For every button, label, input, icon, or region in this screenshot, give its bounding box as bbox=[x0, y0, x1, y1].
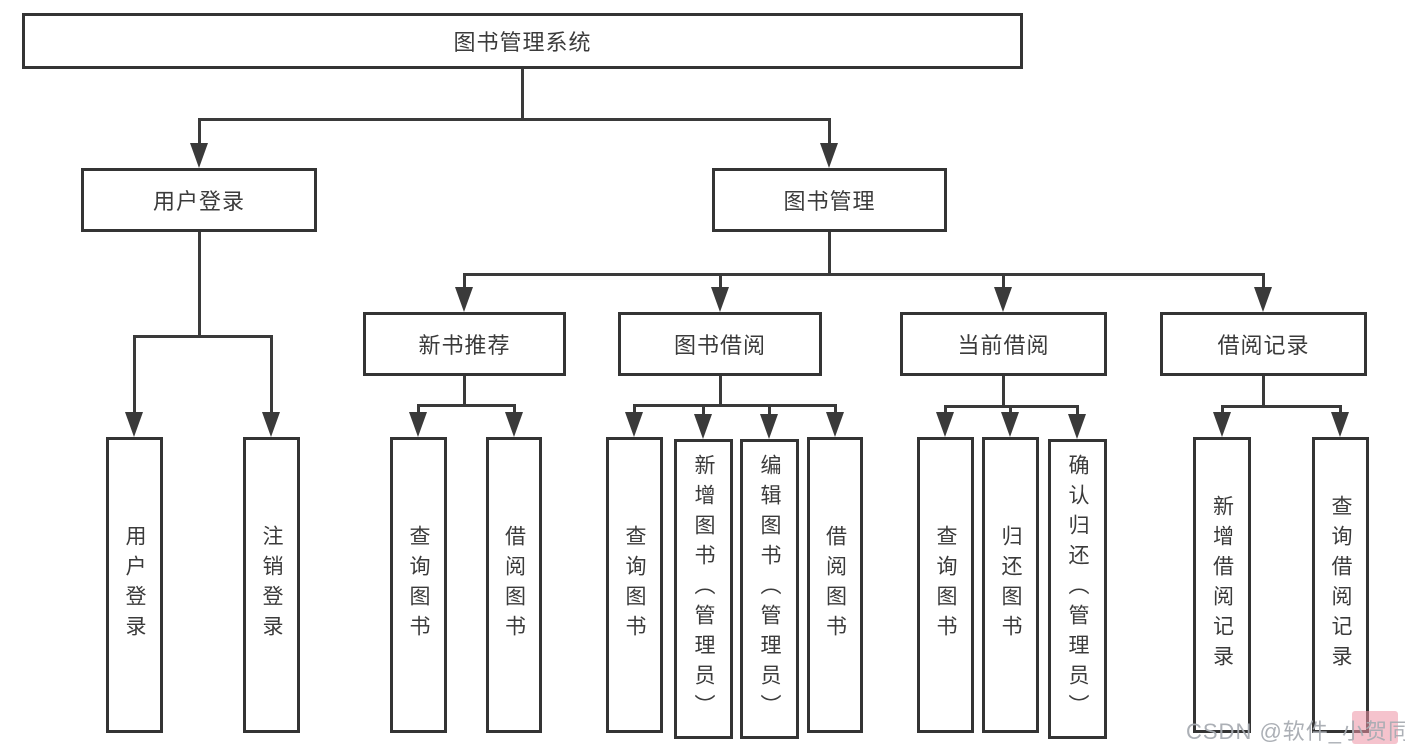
leaf-label: 查询图书 bbox=[623, 525, 646, 645]
connector-line bbox=[718, 376, 722, 405]
connector-line bbox=[197, 117, 831, 121]
connector-line bbox=[1220, 406, 1224, 417]
leaf-label: 编辑图书（管理员） bbox=[758, 454, 781, 724]
leaf-label: 新增借阅记录 bbox=[1210, 495, 1234, 675]
leaf-label: 查询图书 bbox=[934, 525, 957, 645]
connector-line bbox=[462, 274, 466, 292]
leaf-label: 注销登录 bbox=[260, 525, 283, 645]
connector-line bbox=[197, 232, 201, 336]
arrowhead-down-icon bbox=[826, 412, 844, 437]
arrowhead-down-icon bbox=[711, 287, 729, 312]
node-borrow-records: 借阅记录 bbox=[1160, 312, 1367, 376]
leaf-query-books-recommend: 查询图书 bbox=[390, 437, 447, 733]
leaf-add-borrow-record: 新增借阅记录 bbox=[1193, 437, 1251, 733]
connector-line bbox=[632, 403, 837, 407]
connector-line bbox=[416, 405, 420, 417]
arrowhead-down-icon bbox=[1001, 412, 1019, 437]
connector-line bbox=[701, 405, 705, 419]
connector-line bbox=[462, 272, 1265, 276]
arrowhead-down-icon bbox=[1254, 287, 1272, 312]
leaf-user-login: 用户登录 bbox=[106, 437, 163, 733]
arrowhead-down-icon bbox=[455, 287, 473, 312]
connector-line bbox=[132, 336, 136, 417]
arrowhead-down-icon bbox=[1213, 412, 1231, 437]
connector-line bbox=[416, 403, 516, 407]
connector-line bbox=[1261, 376, 1265, 406]
connector-line bbox=[1075, 406, 1079, 419]
leaf-logout: 注销登录 bbox=[243, 437, 300, 733]
node-book-management: 图书管理 bbox=[712, 168, 947, 232]
connector-line bbox=[718, 274, 722, 292]
connector-line bbox=[827, 119, 831, 148]
connector-line bbox=[132, 334, 273, 338]
leaf-query-borrow-record: 查询借阅记录 bbox=[1312, 437, 1369, 733]
leaf-label: 借阅图书 bbox=[502, 525, 526, 645]
arrowhead-down-icon bbox=[820, 143, 838, 168]
arrowhead-down-icon bbox=[694, 414, 712, 439]
leaf-confirm-return-admin: 确认归还（管理员） bbox=[1048, 439, 1107, 739]
leaf-label: 新增图书（管理员） bbox=[692, 454, 715, 724]
leaf-edit-book-admin: 编辑图书（管理员） bbox=[740, 439, 799, 739]
leaf-label: 确认归还（管理员） bbox=[1066, 454, 1089, 724]
arrowhead-down-icon bbox=[760, 414, 778, 439]
arrowhead-down-icon bbox=[1068, 414, 1086, 439]
node-new-book-recommend: 新书推荐 bbox=[363, 312, 566, 376]
leaf-label: 用户登录 bbox=[123, 525, 146, 645]
connector-line bbox=[462, 376, 466, 405]
leaf-return-book: 归还图书 bbox=[982, 437, 1039, 733]
leaf-query-books-current: 查询图书 bbox=[917, 437, 974, 733]
connector-line bbox=[1001, 376, 1005, 406]
connector-line bbox=[1001, 274, 1005, 292]
node-book-borrow: 图书借阅 bbox=[618, 312, 822, 376]
connector-line bbox=[269, 336, 273, 417]
arrowhead-down-icon bbox=[1331, 412, 1349, 437]
node-system-root: 图书管理系统 bbox=[22, 13, 1023, 69]
arrowhead-down-icon bbox=[190, 143, 208, 168]
connector-line bbox=[833, 405, 837, 417]
leaf-label: 借阅图书 bbox=[823, 525, 847, 645]
leaf-label: 查询借阅记录 bbox=[1329, 495, 1352, 675]
leaf-add-book-admin: 新增图书（管理员） bbox=[674, 439, 733, 739]
watermark: CSDN @软件_小贺同学 bbox=[1186, 719, 1405, 744]
arrowhead-down-icon bbox=[409, 412, 427, 437]
leaf-label: 归还图书 bbox=[999, 525, 1022, 645]
arrowhead-down-icon bbox=[262, 412, 280, 437]
watermark-accent-blob bbox=[1352, 711, 1398, 744]
node-user-login: 用户登录 bbox=[81, 168, 317, 232]
node-current-borrow: 当前借阅 bbox=[900, 312, 1107, 376]
connector-line bbox=[943, 406, 947, 417]
leaf-borrow-books: 借阅图书 bbox=[807, 437, 863, 733]
arrowhead-down-icon bbox=[994, 287, 1012, 312]
connector-line bbox=[1008, 406, 1012, 417]
connector-line bbox=[520, 69, 524, 119]
arrowhead-down-icon bbox=[125, 412, 143, 437]
connector-line bbox=[1338, 406, 1342, 417]
leaf-label: 查询图书 bbox=[407, 525, 430, 645]
connector-line bbox=[1220, 404, 1342, 408]
connector-line bbox=[512, 405, 516, 417]
arrowhead-down-icon bbox=[505, 412, 523, 437]
connector-line bbox=[197, 119, 201, 148]
leaf-borrow-books-recommend: 借阅图书 bbox=[486, 437, 542, 733]
connector-line bbox=[767, 405, 771, 419]
arrowhead-down-icon bbox=[936, 412, 954, 437]
connector-line bbox=[632, 405, 636, 417]
connector-line bbox=[1261, 274, 1265, 292]
leaf-query-books-borrow: 查询图书 bbox=[606, 437, 663, 733]
connector-line bbox=[827, 232, 831, 274]
arrowhead-down-icon bbox=[625, 412, 643, 437]
